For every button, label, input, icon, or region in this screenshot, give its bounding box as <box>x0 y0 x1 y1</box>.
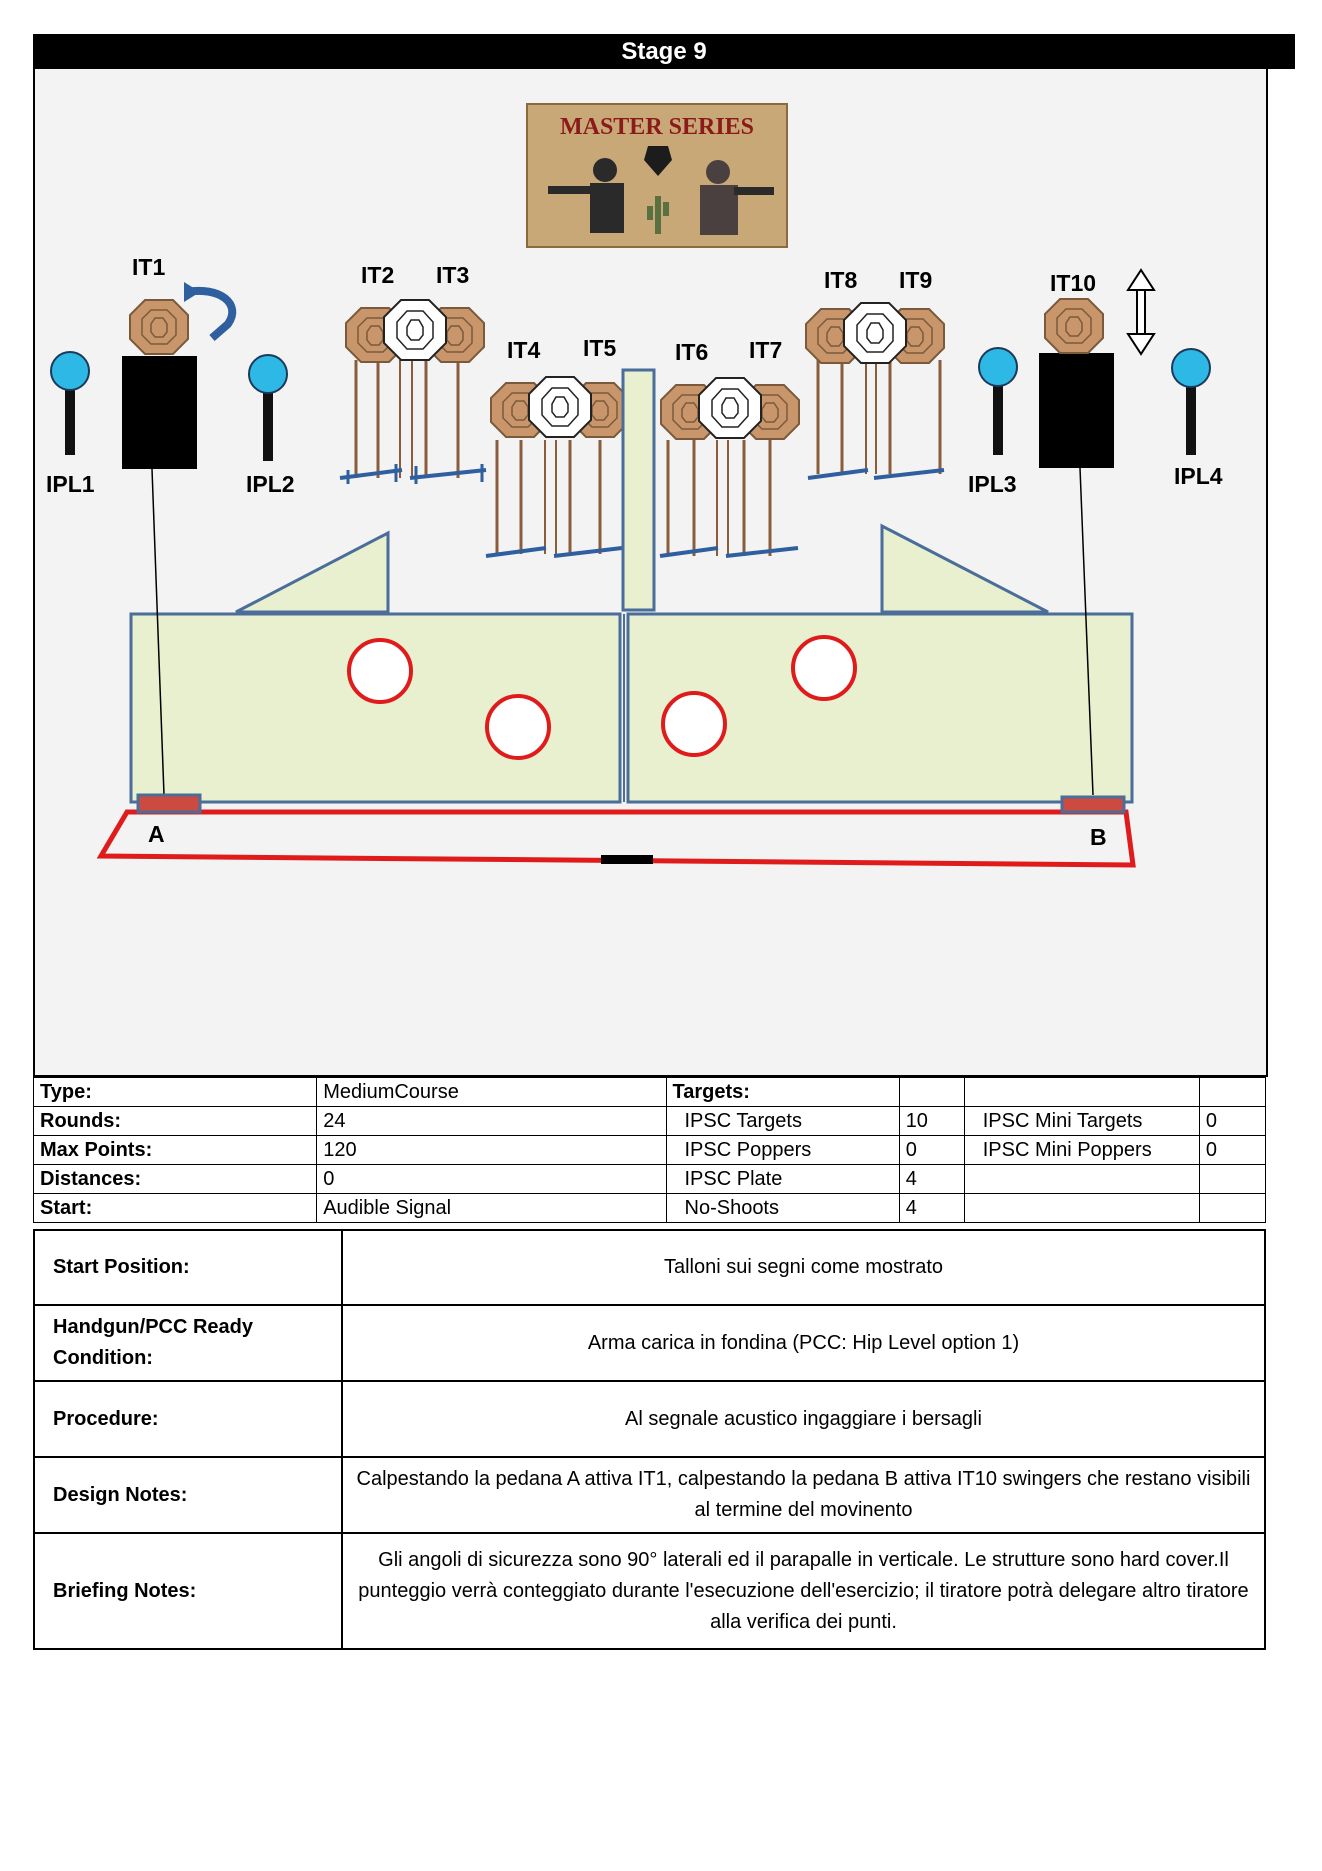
type-label: Type: <box>32 1077 318 1107</box>
target-it1-mover <box>122 282 237 469</box>
label-it2: IT2 <box>361 262 394 288</box>
pad-b <box>1060 795 1126 814</box>
ipsc-plate-label: IPSC Plate <box>665 1164 900 1194</box>
rotate-arrow-icon <box>185 286 237 342</box>
design-notes-label: Design Notes: <box>33 1456 343 1534</box>
label-ipl4: IPL4 <box>1174 463 1223 489</box>
start-position-label: Start Position: <box>33 1229 343 1306</box>
label-it3: IT3 <box>436 262 469 288</box>
hardcover-circle <box>347 638 413 704</box>
target-it10-mover <box>1039 268 1156 468</box>
hardcover-circle <box>485 694 551 760</box>
label-it1: IT1 <box>132 254 165 280</box>
label-it5: IT5 <box>583 335 616 361</box>
procedure-value: Al segnale acustico ingaggiare i bersagl… <box>341 1380 1266 1458</box>
mini-targets-value: 0 <box>1198 1106 1267 1136</box>
master-series-logo: MASTER SERIES <box>526 103 788 248</box>
ipsc-targets-value: 10 <box>898 1106 965 1136</box>
start-position-value: Talloni sui segni come mostrato <box>341 1229 1266 1306</box>
popper-ipl1 <box>50 351 90 455</box>
label-it6: IT6 <box>675 339 708 365</box>
shooting-area-fault-line <box>96 809 1136 868</box>
target-array-it8-it9 <box>805 302 945 480</box>
popper-ipl2 <box>248 354 288 461</box>
label-ipl2: IPL2 <box>246 471 295 497</box>
stage-title: Stage 9 <box>33 34 1295 69</box>
logo-text: MASTER SERIES <box>560 114 754 140</box>
label-it9: IT9 <box>899 267 932 293</box>
briefing-notes-label: Briefing Notes: <box>33 1532 343 1650</box>
ready-condition-value: Arma carica in fondina (PCC: Hip Level o… <box>341 1304 1266 1382</box>
distances-label: Distances: <box>32 1164 318 1194</box>
ipsc-poppers-value: 0 <box>898 1135 965 1165</box>
mini-targets-label: IPSC Mini Targets <box>963 1106 1200 1136</box>
popper-ipl4 <box>1171 348 1211 455</box>
start-value: Audible Signal <box>316 1193 667 1223</box>
target-array-it2-it3 <box>339 299 487 484</box>
ipsc-plate-value: 4 <box>898 1164 965 1194</box>
stage-notes-table: Start Position: Talloni sui segni come m… <box>33 1229 1266 1650</box>
label-it10: IT10 <box>1050 270 1096 296</box>
left-angled-wall <box>235 530 390 614</box>
briefing-notes-value: Gli angoli di sicurezza sono 90° lateral… <box>341 1532 1266 1650</box>
stage-diagram: MASTER SERIES <box>46 103 1223 868</box>
label-pad-a: A <box>148 821 165 847</box>
type-value: MediumCourse <box>316 1077 667 1107</box>
target-array-it4-it5 <box>485 376 630 558</box>
design-notes-value: Calpestando la pedana A attiva IT1, calp… <box>341 1456 1266 1534</box>
label-ipl3: IPL3 <box>968 471 1017 497</box>
distances-value: 0 <box>316 1164 667 1194</box>
label-it7: IT7 <box>749 337 782 363</box>
ipsc-poppers-label: IPSC Poppers <box>665 1135 900 1165</box>
target-array-it6-it7 <box>659 377 800 558</box>
procedure-label: Procedure: <box>33 1380 343 1458</box>
ready-condition-label: Handgun/PCC Ready Condition: <box>33 1304 343 1382</box>
maxpoints-value: 120 <box>316 1135 667 1165</box>
rounds-value: 24 <box>316 1106 667 1136</box>
center-post <box>621 368 656 612</box>
pad-a <box>136 793 202 814</box>
vertical-move-arrow-icon <box>1126 268 1156 356</box>
hardcover-circle <box>791 635 857 701</box>
start-marker <box>601 855 653 864</box>
ipsc-targets-label: IPSC Targets <box>665 1106 900 1136</box>
noshoots-label: No-Shoots <box>665 1193 900 1223</box>
right-angled-wall <box>880 523 1049 614</box>
popper-ipl3 <box>978 347 1018 455</box>
rounds-label: Rounds: <box>32 1106 318 1136</box>
targets-label: Targets: <box>665 1077 900 1107</box>
label-it8: IT8 <box>824 267 857 293</box>
label-it4: IT4 <box>507 337 540 363</box>
label-ipl1: IPL1 <box>46 471 95 497</box>
label-pad-b: B <box>1090 824 1107 850</box>
mini-poppers-value: 0 <box>1198 1135 1267 1165</box>
stage-info-table: Type: MediumCourse Targets: Rounds: 24 I… <box>32 1077 1267 1223</box>
hardcover-circle <box>661 691 727 757</box>
right-front-wall <box>626 612 1134 804</box>
mini-poppers-label: IPSC Mini Poppers <box>963 1135 1200 1165</box>
left-front-wall <box>129 612 622 804</box>
start-label: Start: <box>32 1193 318 1223</box>
noshoots-value: 4 <box>898 1193 965 1223</box>
maxpoints-label: Max Points: <box>32 1135 318 1165</box>
